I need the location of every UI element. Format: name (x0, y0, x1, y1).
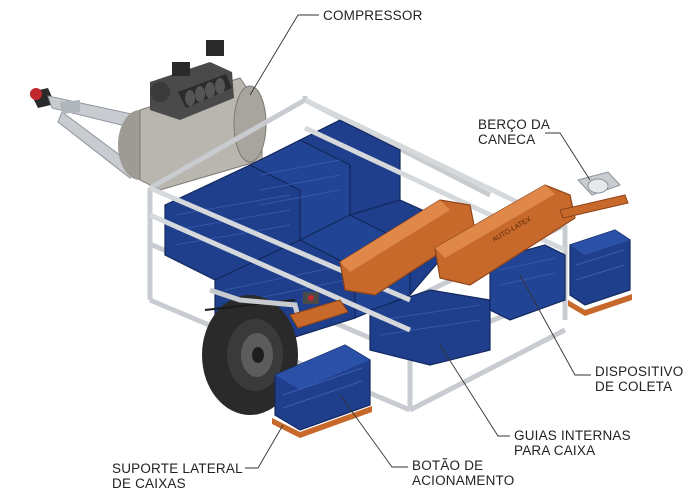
label-guias-internas: GUIAS INTERNAS PARA CAIXA (514, 428, 631, 458)
label-line: COMPRESSOR (323, 8, 423, 23)
rear-crate (568, 229, 632, 316)
actuation-button (303, 292, 319, 304)
label-line: BERÇO DA (478, 117, 551, 132)
label-line: GUIAS INTERNAS (514, 428, 631, 443)
side-crate-support (272, 344, 372, 438)
leader-dispositivo (519, 274, 591, 376)
label-botao-de-acionamento: BOTÃO DE ACIONAMENTO (412, 458, 514, 488)
leader-suporte (245, 424, 284, 469)
leader-botao (339, 394, 408, 468)
label-line: DISPOSITIVO (595, 364, 684, 379)
label-line: BOTÃO DE (412, 458, 484, 473)
label-compressor: COMPRESSOR (323, 8, 423, 23)
label-line: PARA CAIXA (514, 443, 596, 458)
leader-berco (545, 132, 591, 181)
label-line: ACIONAMENTO (412, 473, 515, 488)
wheel (202, 287, 303, 415)
leader-lines (245, 14, 591, 469)
leader-guias (439, 344, 510, 437)
label-line: DE COLETA (595, 379, 673, 394)
label-line: SUPORTE LATERAL (112, 461, 243, 476)
cup-cradle (577, 171, 621, 196)
label-berco-da-caneca: BERÇO DA CANECA (478, 117, 550, 147)
label-dispositivo-de-coleta: DISPOSITIVO DE COLETA (595, 364, 683, 394)
compressor-unit (118, 40, 267, 191)
collector-devices: AUTO-LATEX (289, 184, 629, 329)
label-suporte-lateral: SUPORTE LATERAL DE CAIXAS (112, 461, 243, 491)
label-line: CANECA (478, 132, 536, 147)
leader-compressor (249, 14, 319, 96)
label-line: DE CAIXAS (112, 476, 186, 491)
